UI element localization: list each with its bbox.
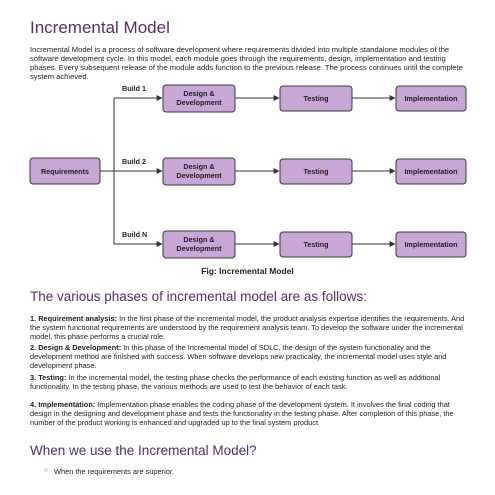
phase-text: In this phase of the Incremental model o… — [30, 343, 447, 370]
list-item: When the requirements are superior. — [44, 467, 174, 477]
phase-text: In the first phase of the incremental mo… — [30, 314, 465, 341]
build-row-2: Build 2 Design & Development Testing Imp… — [114, 157, 467, 186]
phase-text: Implementation phase enables the coding … — [30, 400, 454, 427]
phase-paragraph: 1. Requirement analysis: In the first ph… — [30, 314, 470, 341]
implementation-box — [395, 85, 467, 112]
figure-caption: Fig: Incremental Model — [201, 266, 294, 276]
implementation-label: Implementation — [404, 94, 457, 103]
phase-label: 3. Testing: — [30, 373, 67, 382]
phase-paragraph: 3. Testing: In the incremental model, th… — [30, 373, 470, 391]
testing-label: Testing — [303, 94, 328, 103]
phase-paragraph: 4. Implementation: Implementation phase … — [30, 400, 470, 427]
design-label-line2: Development — [176, 171, 222, 180]
build-label: Build N — [122, 230, 147, 239]
testing-label: Testing — [303, 167, 328, 176]
phases-heading: The various phases of incremental model … — [30, 289, 367, 304]
phase-label: 1. Requirement analysis: — [30, 314, 118, 323]
build-row-1: Build 1 Design & Development Testing Imp… — [114, 84, 467, 113]
implementation-box — [395, 158, 467, 185]
design-label-line1: Design & — [183, 235, 214, 244]
requirements-label: Requirements — [41, 167, 89, 176]
build-label: Build 1 — [122, 84, 146, 93]
design-label-line1: Design & — [183, 162, 214, 171]
when-heading: When we use the Incremental Model? — [30, 443, 257, 458]
phase-paragraph: 2. Design & Development: In this phase o… — [30, 343, 470, 370]
phase-label: 2. Design & Development: — [30, 343, 122, 352]
testing-label: Testing — [303, 240, 328, 249]
implementation-box — [395, 231, 467, 258]
design-label-line1: Design & — [183, 89, 214, 98]
intro-paragraph: Incremental Model is a process of softwa… — [30, 45, 463, 81]
page-title: Incremental Model — [30, 18, 170, 37]
implementation-label: Implementation — [404, 167, 457, 176]
design-label-line2: Development — [176, 98, 222, 107]
implementation-label: Implementation — [404, 240, 457, 249]
when-list: When the requirements are superior. — [44, 467, 174, 477]
design-label-line2: Development — [176, 244, 222, 253]
build-label: Build 2 — [122, 157, 146, 166]
build-row-n: Build N Design & Development Testing Imp… — [114, 230, 467, 259]
phase-label: 4. Implementation: — [30, 400, 96, 409]
phase-text: In the incremental model, the testing ph… — [30, 373, 441, 391]
